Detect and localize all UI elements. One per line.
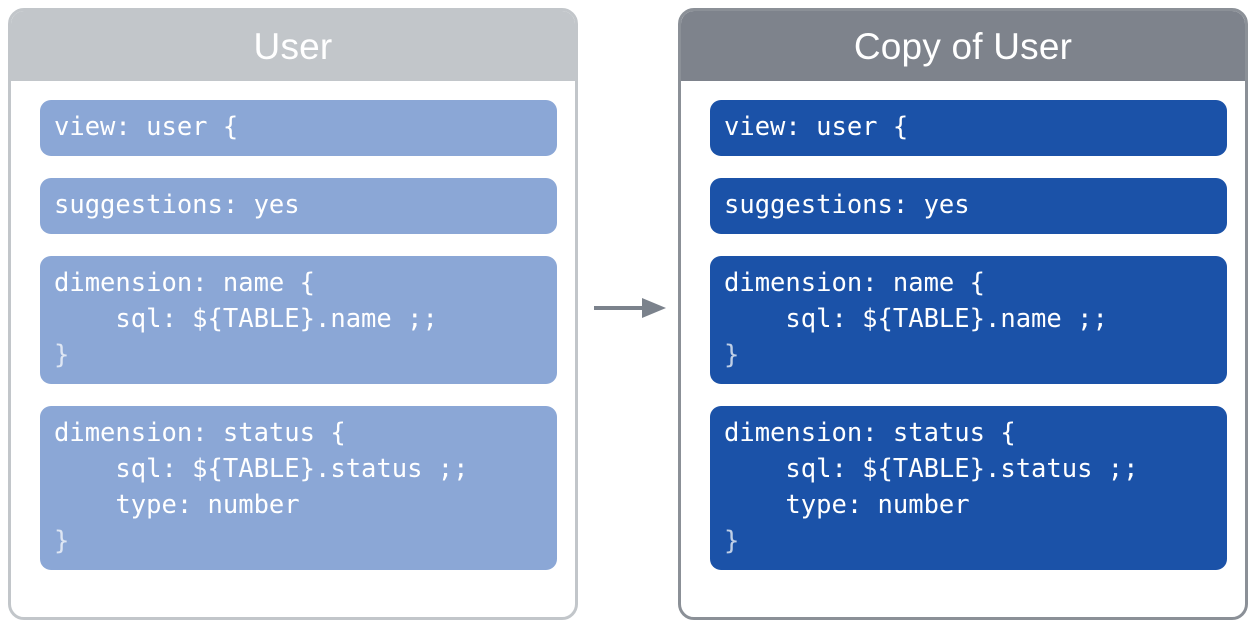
code-block-dimension-name[interactable]: dimension: name { sql: ${TABLE}.name ;;} <box>40 256 557 384</box>
code-line: suggestions: yes <box>724 190 970 220</box>
panel-source-body: view: user { suggestions: yes dimension: n… <box>11 81 575 588</box>
code-line: dimension: name { <box>724 268 985 298</box>
code-line: sql: ${TABLE}.status ;; <box>724 454 1139 484</box>
code-line: dimension: status { <box>54 418 346 448</box>
code-line: type: number <box>54 490 300 520</box>
code-block-suggestions-parameter[interactable]: suggestions: yes <box>710 178 1227 234</box>
code-block-view-declaration[interactable]: view: user { <box>710 100 1227 156</box>
code-line: sql: ${TABLE}.name ;; <box>54 304 438 334</box>
panel-source-title: User <box>11 11 575 81</box>
code-line: dimension: status { <box>724 418 1016 448</box>
code-line: type: number <box>724 490 970 520</box>
code-line: } <box>724 340 740 370</box>
code-block-dimension-status[interactable]: dimension: status { sql: ${TABLE}.status… <box>710 406 1227 570</box>
code-line: sql: ${TABLE}.status ;; <box>54 454 469 484</box>
code-line: } <box>54 340 70 370</box>
code-line: } <box>54 526 70 556</box>
code-line: suggestions: yes <box>54 190 300 220</box>
code-line: view: user { <box>724 112 909 142</box>
code-block-suggestions-parameter[interactable]: suggestions: yes <box>40 178 557 234</box>
panel-copy-view: Copy of User view: user { suggestions: ye… <box>678 8 1248 620</box>
panel-copy-title: Copy of User <box>681 11 1245 81</box>
code-block-dimension-status[interactable]: dimension: status { sql: ${TABLE}.status… <box>40 406 557 570</box>
panel-source-view: User view: user { suggestions: yes dimensi… <box>8 8 578 620</box>
code-block-view-declaration[interactable]: view: user { <box>40 100 557 156</box>
code-line: dimension: name { <box>54 268 315 298</box>
code-line: view: user { <box>54 112 239 142</box>
arrow-right-icon <box>594 297 666 319</box>
code-block-dimension-name[interactable]: dimension: name { sql: ${TABLE}.name ;;} <box>710 256 1227 384</box>
code-line: } <box>724 526 740 556</box>
code-line: sql: ${TABLE}.name ;; <box>724 304 1108 334</box>
panel-copy-body: view: user { suggestions: yes dimension: n… <box>681 81 1245 588</box>
